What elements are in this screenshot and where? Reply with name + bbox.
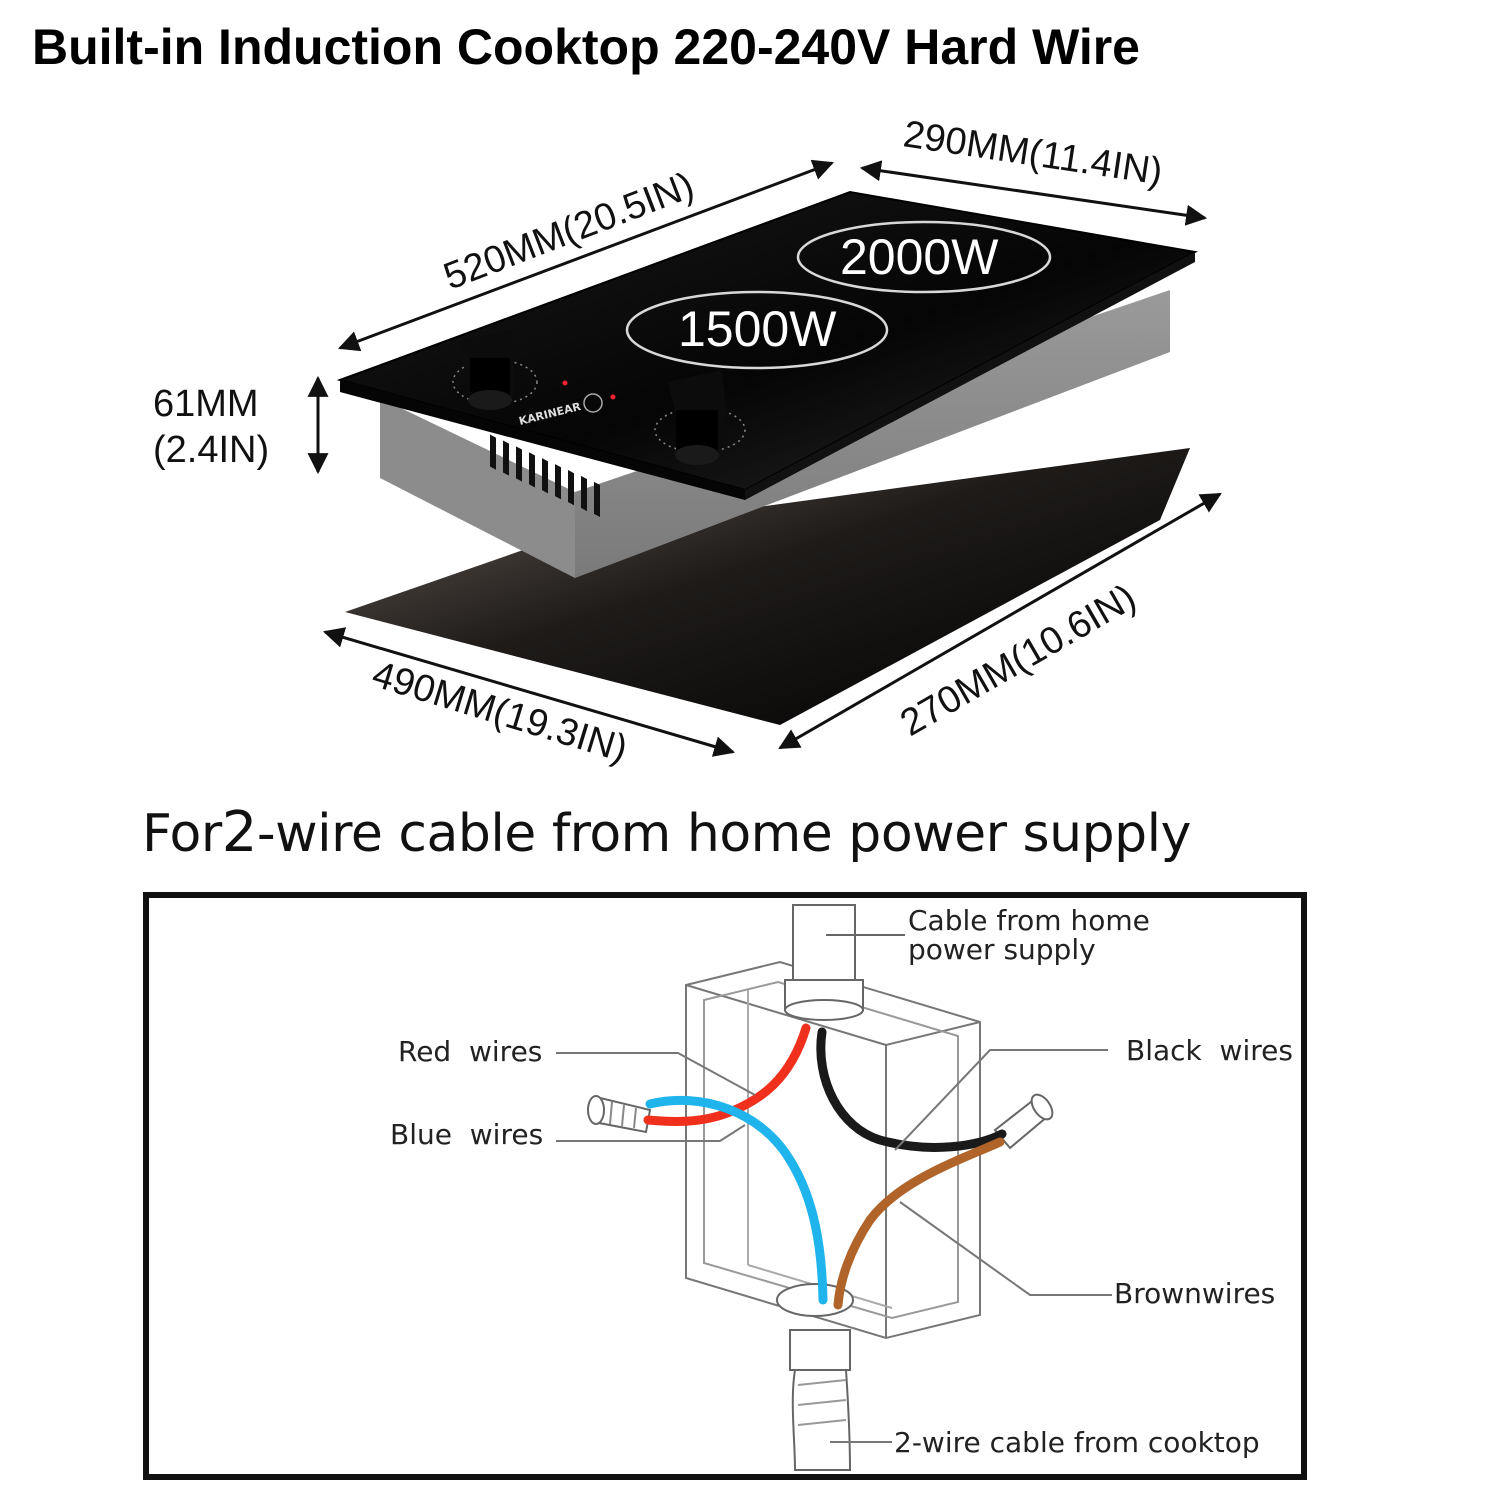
label-cable-home-2: power supply — [908, 933, 1096, 966]
arrow-top-length — [338, 159, 834, 352]
left-wire-nut — [587, 1095, 652, 1134]
page-title: Built-in Induction Cooktop 220-240V Hard… — [32, 19, 1140, 75]
leader-lines — [556, 1049, 1112, 1443]
junction-box — [685, 960, 981, 1340]
blue-wire — [645, 1095, 828, 1305]
wiring-title-number: 2 — [221, 800, 258, 865]
indicator-light — [562, 380, 568, 386]
wiring-title-prefix: For — [142, 804, 222, 864]
cooktop-body-front — [380, 398, 575, 578]
label-black-wires: Black wires — [1126, 1034, 1293, 1067]
top-cable — [784, 904, 864, 1021]
brown-wire — [833, 1137, 1005, 1310]
burner-2000-label: 2000W — [840, 229, 999, 285]
arrow-top-width — [859, 160, 1208, 226]
wiring-title: For2-wire cable from home power supply — [142, 800, 1191, 865]
cooktop-diagram: 2000W 1500W KARINEAR 520MM(20.5IN) 290MM… — [153, 113, 1222, 771]
arrow-cutout-width — [778, 492, 1222, 750]
dim-top-width: 290MM(11.4IN) — [901, 113, 1166, 193]
right-knob — [654, 370, 746, 465]
dim-height-mm: 61MM — [153, 383, 259, 425]
indicator-light-2 — [610, 394, 616, 400]
right-wire-nut — [993, 1093, 1054, 1150]
wiring-title-suffix: -wire cable from home power supply — [256, 804, 1191, 864]
glass-edge-side — [745, 252, 1195, 500]
label-cooktop-cable: 2-wire cable from cooktop — [894, 1426, 1260, 1459]
bottom-cable — [776, 1283, 854, 1471]
wiring-diagram: Cable from home power supply Red wires B… — [143, 892, 1307, 1480]
glass-edge — [340, 380, 745, 500]
cooktop-body-side — [575, 290, 1170, 578]
label-cable-home: Cable from home — [908, 904, 1150, 937]
dim-height-in: (2.4IN) — [153, 429, 269, 471]
vent-slots — [490, 434, 600, 518]
arrow-cutout-length — [322, 627, 736, 757]
power-button-icon — [583, 393, 603, 413]
label-brown-wires: Brownwires — [1114, 1277, 1275, 1310]
black-wire — [816, 1027, 1007, 1152]
label-red-wires: Red wires — [398, 1035, 542, 1068]
burner-1500-label: 1500W — [678, 301, 837, 357]
label-blue-wires: Blue wires — [390, 1118, 543, 1151]
